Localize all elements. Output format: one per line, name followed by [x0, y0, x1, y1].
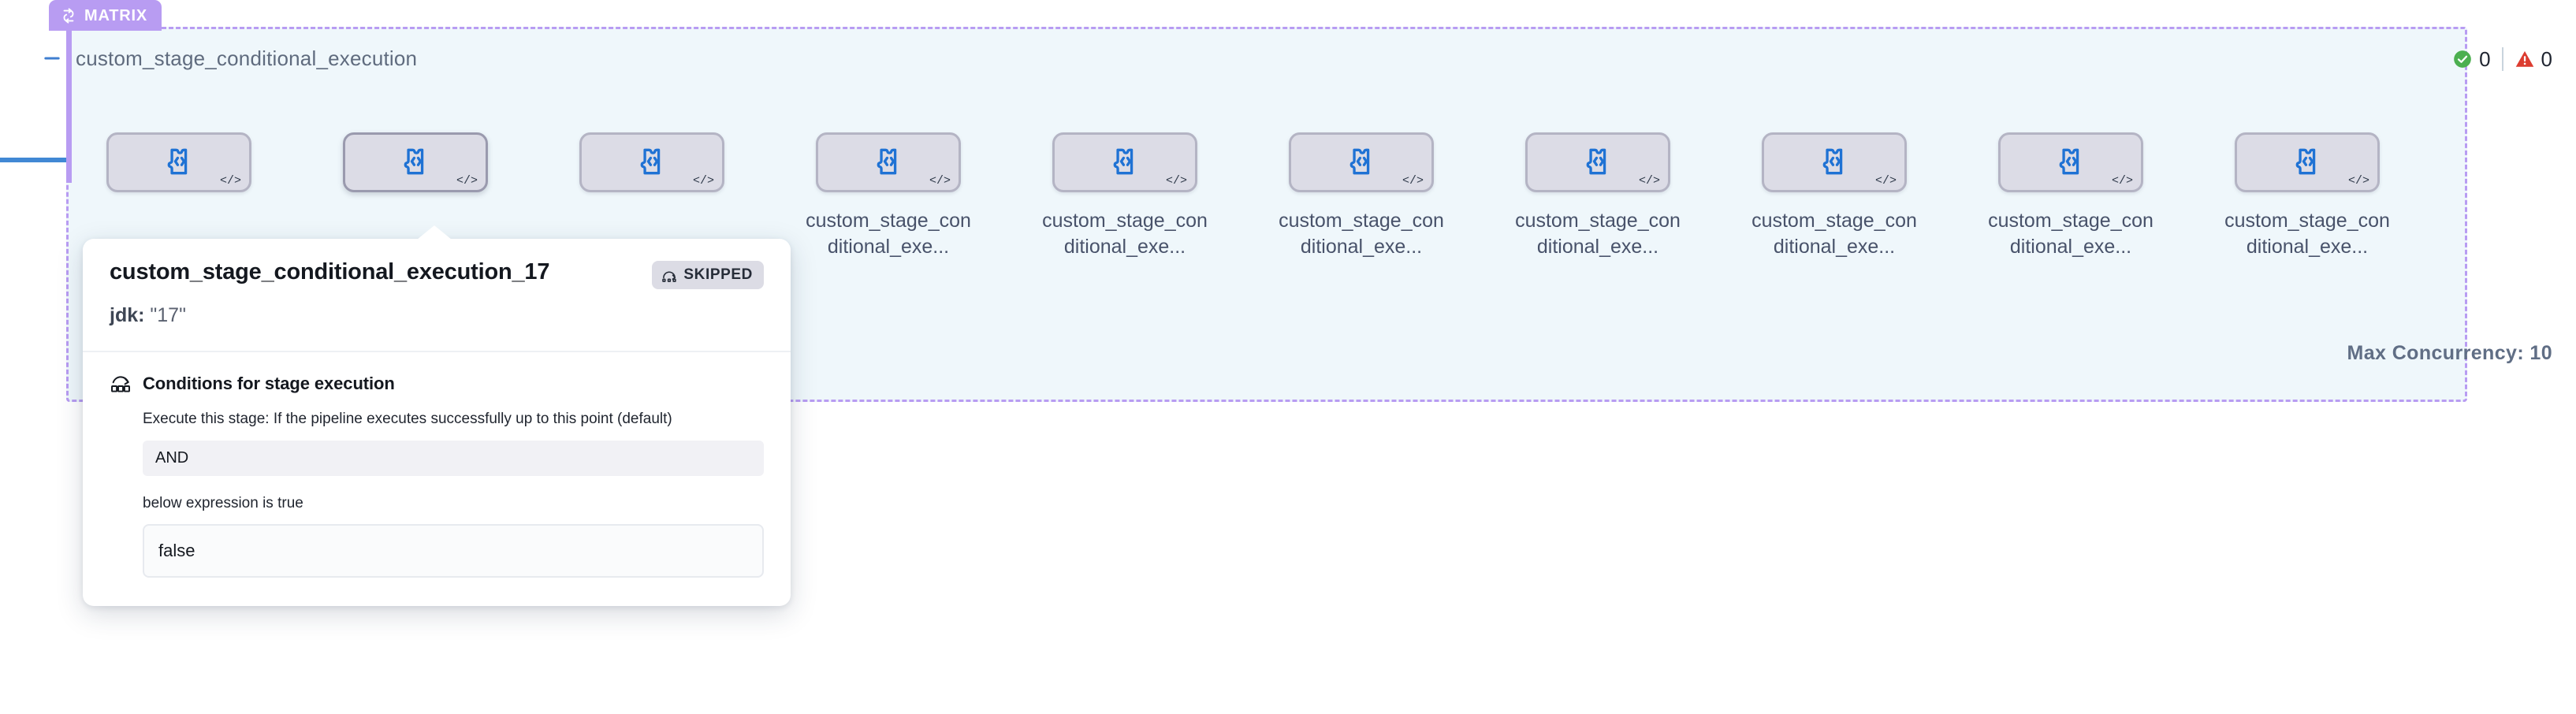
popover-parameter: jdk: "17" [110, 303, 764, 327]
success-count: 0 [2479, 47, 2491, 71]
stage-node-8[interactable]: </> custom_stage_conditional_exe... [1733, 132, 1936, 260]
conditions-line-1: Execute this stage: If the pipeline exec… [143, 411, 672, 427]
status-badge: SKIPPED [652, 261, 764, 289]
stage-node-box[interactable]: </> [1052, 132, 1197, 192]
minus-icon[interactable] [41, 47, 76, 69]
stage-node-label: custom_stage_conditional_exe... [1279, 210, 1444, 258]
success-counter: 0 [2452, 47, 2491, 71]
stage-node-box[interactable]: </> [579, 132, 724, 192]
stage-node-7[interactable]: </> custom_stage_conditional_exe... [1496, 132, 1699, 260]
skip-icon [661, 267, 677, 283]
stage-node-box[interactable]: </> [343, 132, 488, 192]
stage-node-5[interactable]: </> custom_stage_conditional_exe... [1023, 132, 1227, 260]
incoming-connector-line [0, 158, 71, 162]
conditions-expression-field[interactable]: false [143, 524, 764, 578]
stage-node-box[interactable]: </> [106, 132, 251, 192]
popover-parameter-value: "17" [150, 304, 186, 326]
code-type-badge: </> [2111, 174, 2133, 188]
conditions-operator-field: AND [143, 440, 764, 476]
stage-node-10[interactable]: </> custom_stage_conditional_exe... [2206, 132, 2409, 260]
stage-node-box[interactable]: </> [2235, 132, 2380, 192]
stage-node-6[interactable]: </> custom_stage_conditional_exe... [1260, 132, 1463, 260]
code-type-badge: </> [692, 174, 714, 188]
conditions-heading: Conditions for stage execution [143, 374, 395, 393]
code-type-badge: </> [219, 174, 241, 188]
stage-node-2[interactable]: </> [314, 132, 517, 208]
stage-node-3[interactable]: </> [550, 132, 754, 208]
plugin-code-icon [399, 147, 432, 178]
code-type-badge: </> [929, 174, 951, 188]
warning-counter: 0 [2515, 49, 2552, 69]
popover-title: custom_stage_conditional_execution_17 [110, 259, 550, 284]
popover-header: custom_stage_conditional_execution_17 SK… [83, 239, 791, 352]
code-type-badge: </> [1402, 174, 1424, 188]
plugin-code-icon [1581, 147, 1614, 178]
popover-parameter-key: jdk: [110, 304, 145, 326]
stage-node-4[interactable]: </> custom_stage_conditional_exe... [787, 132, 990, 260]
popover-arrow [417, 225, 452, 240]
warning-count: 0 [2541, 47, 2552, 71]
status-badge-label: SKIPPED [683, 266, 753, 283]
stage-details-popover: custom_stage_conditional_execution_17 SK… [83, 225, 791, 607]
code-type-badge: </> [1874, 174, 1897, 188]
stage-node-box[interactable]: </> [1998, 132, 2143, 192]
warning-triangle-icon [2515, 49, 2535, 69]
conditions-line-2: below expression is true [143, 494, 303, 511]
plugin-code-icon [162, 147, 195, 178]
plugin-code-icon [872, 147, 905, 178]
stage-node-label: custom_stage_conditional_exe... [2224, 210, 2390, 258]
stage-node-box[interactable]: </> [1525, 132, 1670, 192]
page-title: custom_stage_conditional_execution [76, 46, 418, 70]
stage-node-box[interactable]: </> [1289, 132, 1434, 192]
conditions-header: Conditions for stage execution [110, 373, 764, 395]
stage-node-1[interactable]: </> [77, 132, 281, 208]
code-type-badge: </> [1165, 174, 1187, 188]
stage-node-label: custom_stage_conditional_exe... [1751, 210, 1917, 258]
popover-body: Conditions for stage execution Execute t… [83, 352, 791, 606]
matrix-badge-label: MATRIX [84, 6, 147, 24]
conditions-icon [110, 373, 132, 395]
matrix-badge[interactable]: MATRIX [49, 0, 162, 31]
stage-node-box[interactable]: </> [816, 132, 961, 192]
stage-node-9[interactable]: </> custom_stage_conditional_exe... [1969, 132, 2172, 260]
stage-node-label: custom_stage_conditional_exe... [806, 210, 971, 258]
plugin-code-icon [1345, 147, 1378, 178]
code-type-badge: </> [2347, 174, 2369, 188]
loop-icon [60, 7, 77, 24]
plugin-code-icon [2291, 147, 2324, 178]
counter-divider [2501, 47, 2503, 71]
status-counters: 0 0 [2452, 47, 2552, 71]
stage-node-label: custom_stage_conditional_exe... [1988, 210, 2153, 258]
plugin-code-icon [2054, 147, 2087, 178]
plugin-code-icon [1108, 147, 1141, 178]
plugin-code-icon [1818, 147, 1851, 178]
code-type-badge: </> [456, 174, 478, 188]
stage-nodes-row: </> </> </> </> custom_stage_conditional_exe… [66, 132, 2467, 314]
stage-node-label: custom_stage_conditional_exe... [1042, 210, 1208, 258]
plugin-code-icon [635, 147, 668, 178]
code-type-badge: </> [1638, 174, 1660, 188]
check-circle-icon [2452, 49, 2473, 69]
matrix-group-header: custom_stage_conditional_execution [41, 43, 2554, 74]
stage-node-label: custom_stage_conditional_exe... [1515, 210, 1681, 258]
stage-node-box[interactable]: </> [1762, 132, 1907, 192]
max-concurrency-label: Max Concurrency: 10 [2347, 342, 2552, 364]
